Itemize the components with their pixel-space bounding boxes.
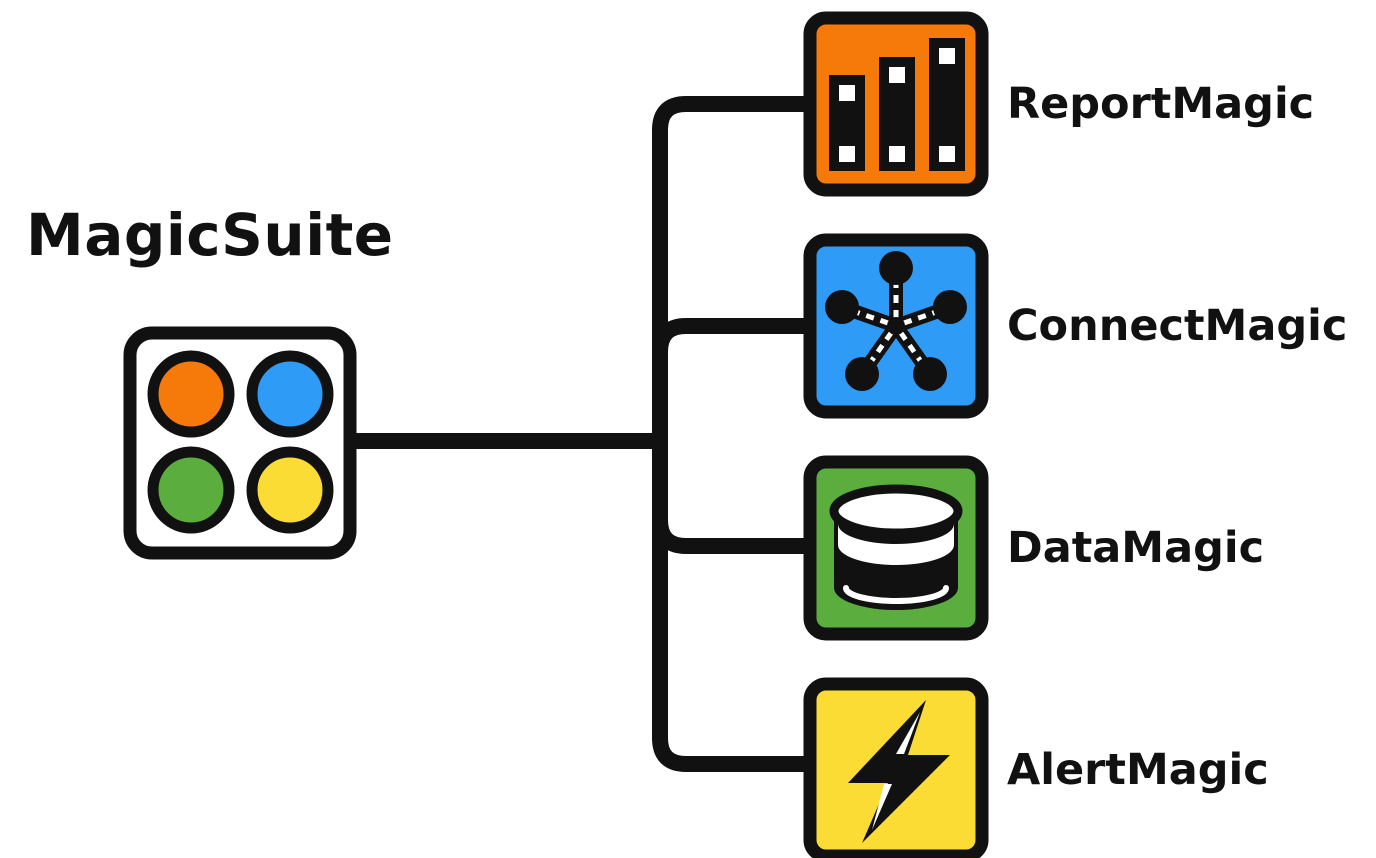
connectors — [344, 96, 818, 772]
branch-datamagic — [652, 512, 818, 554]
suite-title: MagicSuite — [26, 201, 394, 269]
suite-dot-yellow — [246, 446, 334, 534]
network-star-icon — [825, 251, 967, 391]
reportmagic-icon — [803, 11, 989, 197]
product-label-connectmagic: ConnectMagic — [1007, 301, 1348, 351]
suite-icon — [123, 326, 357, 560]
alertmagic-icon — [803, 677, 989, 858]
lightning-bolt-icon — [848, 700, 950, 843]
suite-dot-blue — [246, 350, 334, 438]
datamagic-icon — [803, 455, 989, 641]
suite-dot-green — [147, 446, 235, 534]
suite-dot-orange — [147, 350, 235, 438]
product-label-datamagic: DataMagic — [1007, 523, 1265, 573]
branch-reportmagic — [652, 96, 818, 138]
product-label-alertmagic: AlertMagic — [1007, 745, 1269, 795]
branch-connectmagic — [652, 318, 818, 360]
branch-alertmagic — [652, 730, 818, 772]
database-icon — [829, 484, 963, 610]
connectmagic-icon — [803, 233, 989, 419]
product-label-reportmagic: ReportMagic — [1007, 79, 1315, 129]
bar-chart-icon — [829, 38, 965, 171]
